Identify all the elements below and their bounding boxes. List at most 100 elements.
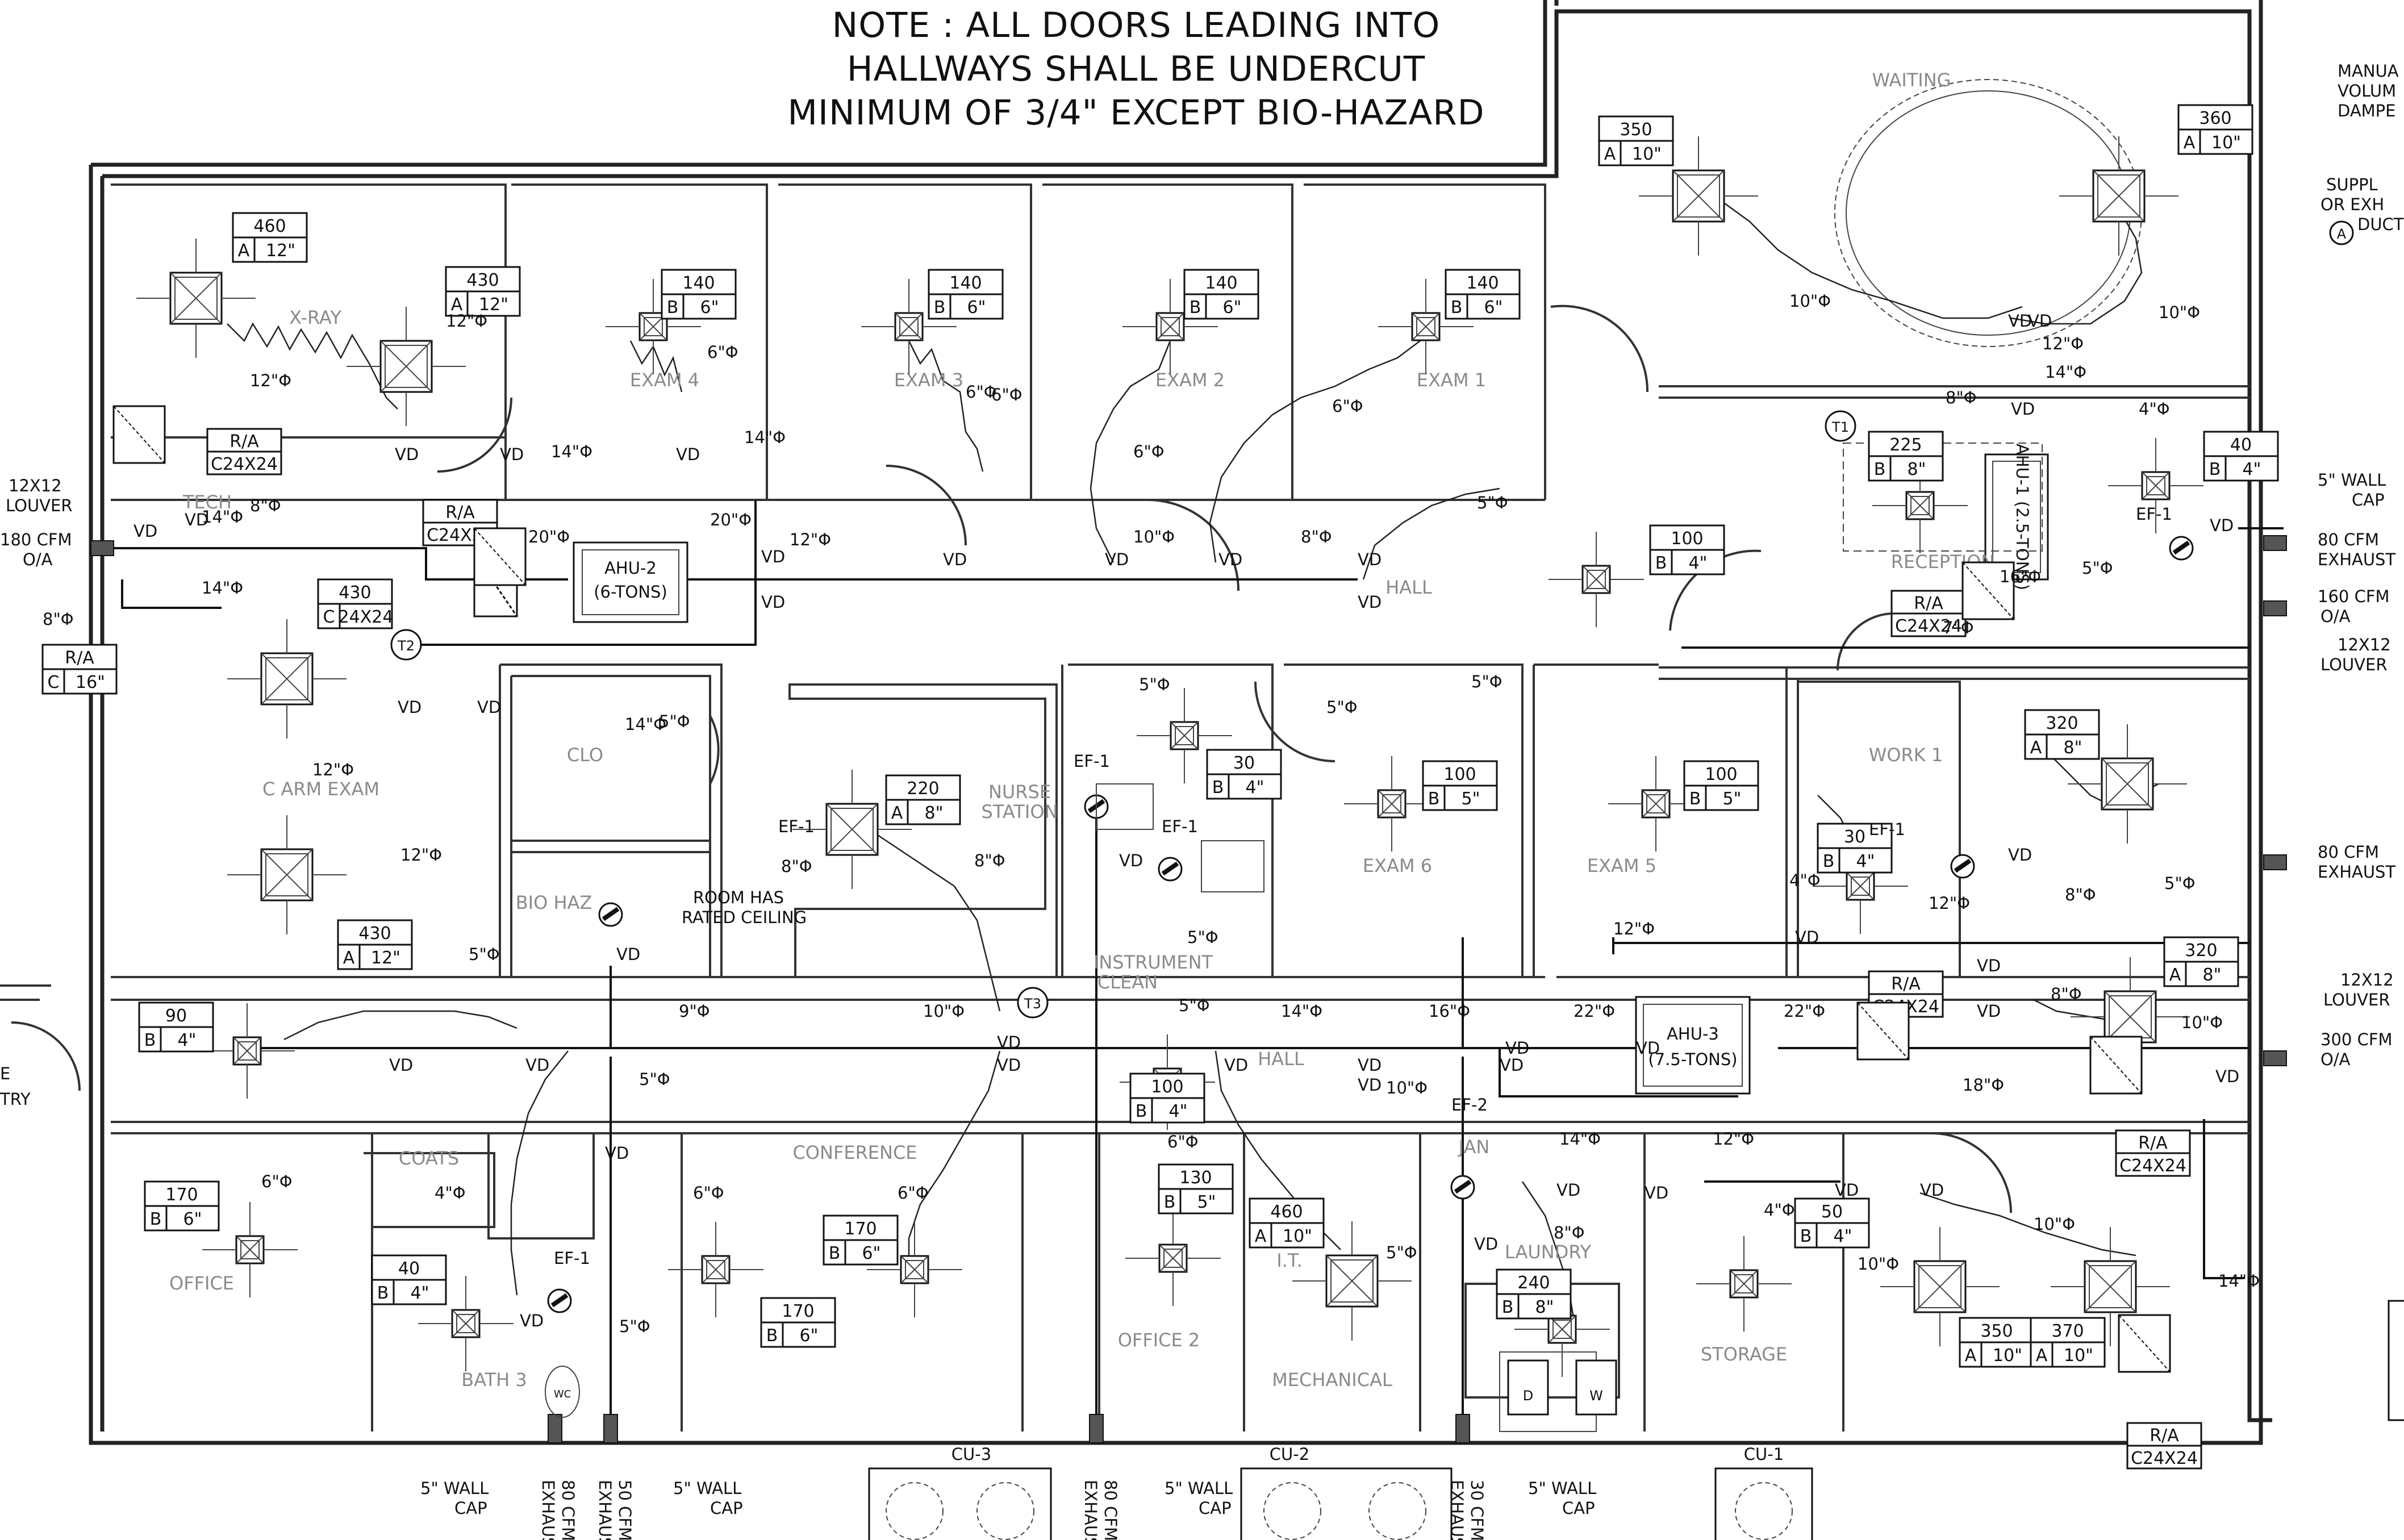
room-clo: CLO [567,744,603,766]
supply-diffuser [2071,957,2190,1076]
diffuser-type: A [2169,965,2181,985]
room-exam3: EXAM 3 [894,369,963,391]
room-laundry: LAUNDRY [1505,1241,1592,1263]
supply-diffuser [2051,1227,2170,1346]
return-grille [112,405,166,464]
volume-damper-label: VD [500,445,524,464]
room-exam6: EXAM 6 [1363,855,1432,877]
bwc-16: CAP [1562,1499,1595,1518]
diffuser-type: A [2184,133,2196,153]
room-rated-2: RATED CEILING [682,908,807,927]
cfm-value: 430 [339,583,371,603]
room-work1: WORK 1 [1869,744,1943,766]
duct-size-label: 16"Φ [2000,567,2041,586]
bwc-2: CAP [454,1499,487,1518]
volume-damper-label: VD [605,1143,629,1163]
diffuser-type: B [1212,778,1224,798]
cfm-value: 430 [466,270,499,290]
volume-damper-label: VD [133,521,157,541]
duct-size-label: 6"Φ [1332,397,1363,416]
return-grilles: R/AC24X24R/AC24X24R/AC24X24R/AC24X24R/AC… [112,405,2202,1470]
diffuser-type: B [377,1283,389,1303]
neck-size: 6" [800,1326,819,1346]
volume-damper-label: VD [398,698,421,717]
duct-size-label: 16"Φ [1429,1001,1470,1021]
room-coats: COATS [399,1147,459,1169]
cfm-value: 350 [1620,120,1652,140]
return-type: R/A [1891,974,1921,994]
ductwork [114,198,2284,1432]
duct-size-label: 14"Φ [551,442,592,461]
bwc-1: 5" WALL [420,1479,489,1498]
volume-damper-label: VD [389,1055,413,1075]
volume-damper-label: VD [1358,1075,1382,1095]
volume-damper-label: VD [997,1033,1021,1052]
exhaust-fans: EF-1 EF-1 EF-1 EF-1 EF-2 EF-1 EF-1 [547,504,2194,1313]
volume-damper-label: VD [2028,311,2052,331]
oa-r2d: LOUVER [2320,655,2388,674]
cu-1-label: CU-1 [1744,1445,1784,1464]
duct-size-label: 4"Φ [1789,871,1821,890]
neck-size: 10" [1283,1226,1312,1246]
volume-damper-label: VD [1358,592,1382,612]
thermostats: T2 T1 T3 [390,410,1856,1019]
room-nurse-2: STATION [982,801,1058,823]
ahu-1-label: AHU-1 (2.5-TONS) [2013,444,2032,590]
supply-diffuser [1125,1211,1221,1306]
duct-size-label: 8"Φ [2065,885,2096,904]
room-exam4: EXAM 4 [630,369,699,391]
volume-damper-label: VD [1556,1180,1580,1200]
volume-damper-label: VD [1795,928,1819,947]
note-line-2: HALLWAYS SHALL BE UNDERCUT [847,49,1425,89]
duct-size-label: 5"Φ [1471,672,1502,691]
duct-size-label: 12"Φ [1713,1129,1754,1149]
cfm-value: 30 [1844,827,1865,847]
duct-size-label: 12"Φ [250,371,291,390]
duct-size-label: 10"Φ [2159,303,2200,322]
bwc-13: 30 CFM [1467,1480,1487,1540]
duct-size-label: 6"Φ [991,385,1022,404]
volume-damper-label: VD [943,550,967,569]
bwc-12: CAP [1199,1499,1232,1518]
oa-r4a: 12X12 [2340,970,2394,990]
washer-label: W [1589,1388,1603,1404]
neck-size: 6" [862,1243,881,1263]
volume-damper-label: VD [761,547,785,566]
duct-size-label: 12"Φ [2042,334,2084,353]
bwc-7: 50 CFM [615,1480,635,1540]
supply-diffuser [227,815,347,934]
oa-r2c: 12X12 [2338,635,2391,654]
duct-size-label: 5"Φ [1187,928,1218,947]
neck-size: 12" [371,948,400,968]
supply-diffuser [1639,136,1758,256]
return-grille [2089,1036,2143,1095]
room-nurse-1: NURSE [988,781,1051,803]
duct-size-label: 5"Φ [2082,558,2113,578]
duct-size-label: 12"Φ [400,845,442,865]
duct-size-label: 4"Φ [2139,399,2170,419]
room-office2: OFFICE 2 [1118,1329,1200,1351]
diffuser-type: B [934,298,946,318]
cu-2-label: CU-2 [1270,1445,1309,1464]
ef-1-label-c: EF-1 [1869,820,1905,839]
volume-damper-label: VD [616,945,640,964]
oa-r4b: LOUVER [2323,990,2390,1009]
cfm-value: 225 [1889,435,1922,455]
supply-diffuser [347,307,466,426]
wallcap-r1a: 5" WALL [2318,470,2386,490]
legend-2: VOLUM [2338,81,2396,101]
neck-size: 6" [183,1209,202,1229]
duct-size-label: 5"Φ [469,945,500,964]
volume-damper-label: VD [2210,516,2234,535]
note-line-1: NOTE : ALL DOORS LEADING INTO [832,5,1441,45]
